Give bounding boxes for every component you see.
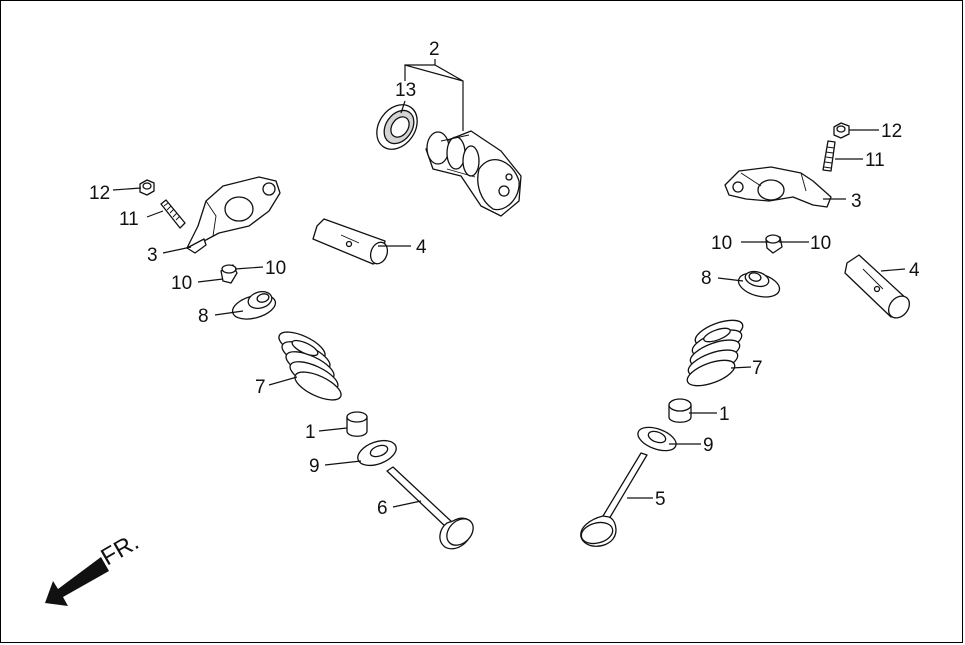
callout-2: 2: [429, 39, 440, 60]
callout-12-left: 12: [89, 183, 110, 204]
callout-5: 5: [655, 489, 666, 510]
adjusting-screw-left: [160, 199, 186, 229]
callout-labels: 2 13 12 11 3 4 10 10 8 7 1 9 6 12 11 3 1…: [89, 39, 920, 519]
callout-11-left: 11: [119, 209, 139, 230]
callout-12-right: 12: [881, 121, 902, 142]
callout-11-right: 11: [865, 150, 885, 171]
camshaft-bearing: [376, 104, 418, 150]
callout-1-left: 1: [305, 422, 316, 443]
rod-end-left: [220, 264, 238, 284]
callout-9-left: 9: [309, 456, 320, 477]
exhaust-valve: [386, 466, 474, 550]
stem-seal-left: [346, 411, 368, 437]
callout-7-right: 7: [752, 358, 763, 379]
callout-8-right: 8: [701, 268, 712, 289]
callout-10-left-a: 10: [171, 273, 192, 294]
leader-lines: [112, 59, 906, 508]
valve-spring-right: [686, 319, 744, 387]
spring-retainer-left: [231, 291, 277, 320]
callout-8-left: 8: [198, 306, 209, 327]
spring-seat-right: [637, 426, 677, 452]
callout-3-right: 3: [851, 191, 862, 212]
callout-6: 6: [377, 498, 388, 519]
lock-nut-right: [833, 122, 850, 139]
front-arrow-icon: [45, 557, 109, 606]
rocker-arm-right: [724, 166, 832, 208]
callout-1-right: 1: [719, 404, 730, 425]
callout-10-left-b: 10: [265, 258, 286, 279]
rocker-arm-left: [186, 176, 281, 254]
callout-4-left: 4: [416, 237, 427, 258]
callout-7-left: 7: [255, 377, 266, 398]
callout-10-right-b: 10: [810, 233, 831, 254]
camshaft: [425, 130, 522, 217]
callout-13: 13: [395, 80, 416, 101]
callout-3-left: 3: [147, 245, 158, 266]
intake-valve: [580, 452, 648, 547]
spring-seat-left: [357, 439, 397, 467]
rod-end-right: [765, 234, 783, 254]
callout-10-right-a: 10: [711, 233, 732, 254]
valve-spring-left: [278, 331, 342, 401]
rocker-shaft-left: [312, 218, 389, 265]
rocker-shaft-right: [844, 254, 910, 319]
stem-seal-right: [668, 398, 692, 423]
callout-4-right: 4: [909, 260, 920, 281]
callout-9-right: 9: [703, 435, 714, 456]
lock-nut-left: [139, 179, 155, 196]
adjusting-screw-right: [822, 140, 836, 172]
spring-retainer-right: [737, 270, 781, 298]
